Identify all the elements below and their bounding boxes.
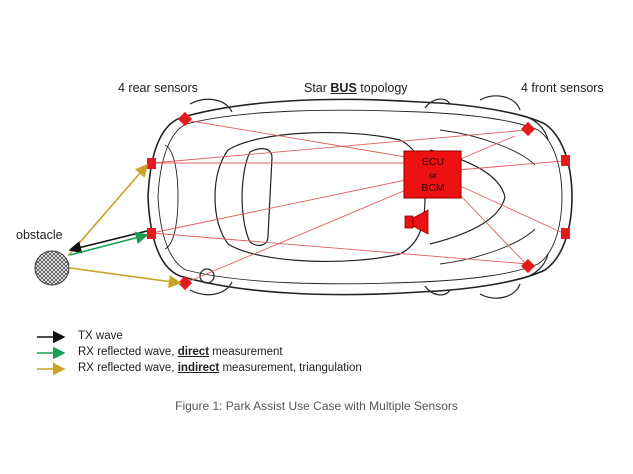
sensor-front-inner-right: [561, 228, 570, 239]
obstacle-label: obstacle: [16, 228, 63, 242]
sensor-front-outer-left: [520, 121, 536, 137]
bus-suffix: topology: [356, 81, 408, 95]
front-sensors-label: 4 front sensors: [521, 81, 604, 95]
bcm-label: BCM: [421, 182, 445, 194]
legend-rx-direct: RX reflected wave, direct measurement: [78, 346, 283, 358]
sensor-rear-inner-right: [147, 228, 156, 239]
bus-prefix: Star: [304, 81, 331, 95]
legend-tx: TX wave: [78, 330, 123, 342]
speaker-icon: [404, 209, 429, 235]
obstacle-shape: [34, 250, 70, 286]
tx-arrow: [68, 230, 148, 254]
sensors: [147, 111, 570, 291]
sensor-front-inner-left: [561, 155, 570, 166]
wave-arrows: [67, 163, 182, 288]
rx-indirect-arrow-top: [67, 163, 149, 257]
rx-indirect-arrow-bottom: [69, 267, 182, 288]
ecu-label: ECU: [421, 156, 445, 168]
legend-rx-indirect: RX reflected wave, indirect measurement,…: [78, 362, 362, 374]
legend-arrows: [37, 330, 66, 376]
sensor-rear-inner-left: [147, 158, 156, 169]
figure-caption: Figure 1: Park Assist Use Case with Mult…: [175, 399, 458, 413]
rear-sensors-label: 4 rear sensors: [118, 81, 198, 95]
sensor-rear-outer-left: [177, 111, 193, 127]
ecu-or-label: or: [429, 170, 437, 180]
bus-topology-label: Star BUS topology: [304, 81, 408, 95]
ecu-box: [403, 150, 462, 199]
bus-word: BUS: [330, 81, 357, 95]
car-outline: [147, 95, 573, 299]
sensor-front-outer-right: [520, 258, 536, 274]
rx-direct-arrow: [69, 231, 149, 256]
bus-wiring: [151, 119, 564, 284]
